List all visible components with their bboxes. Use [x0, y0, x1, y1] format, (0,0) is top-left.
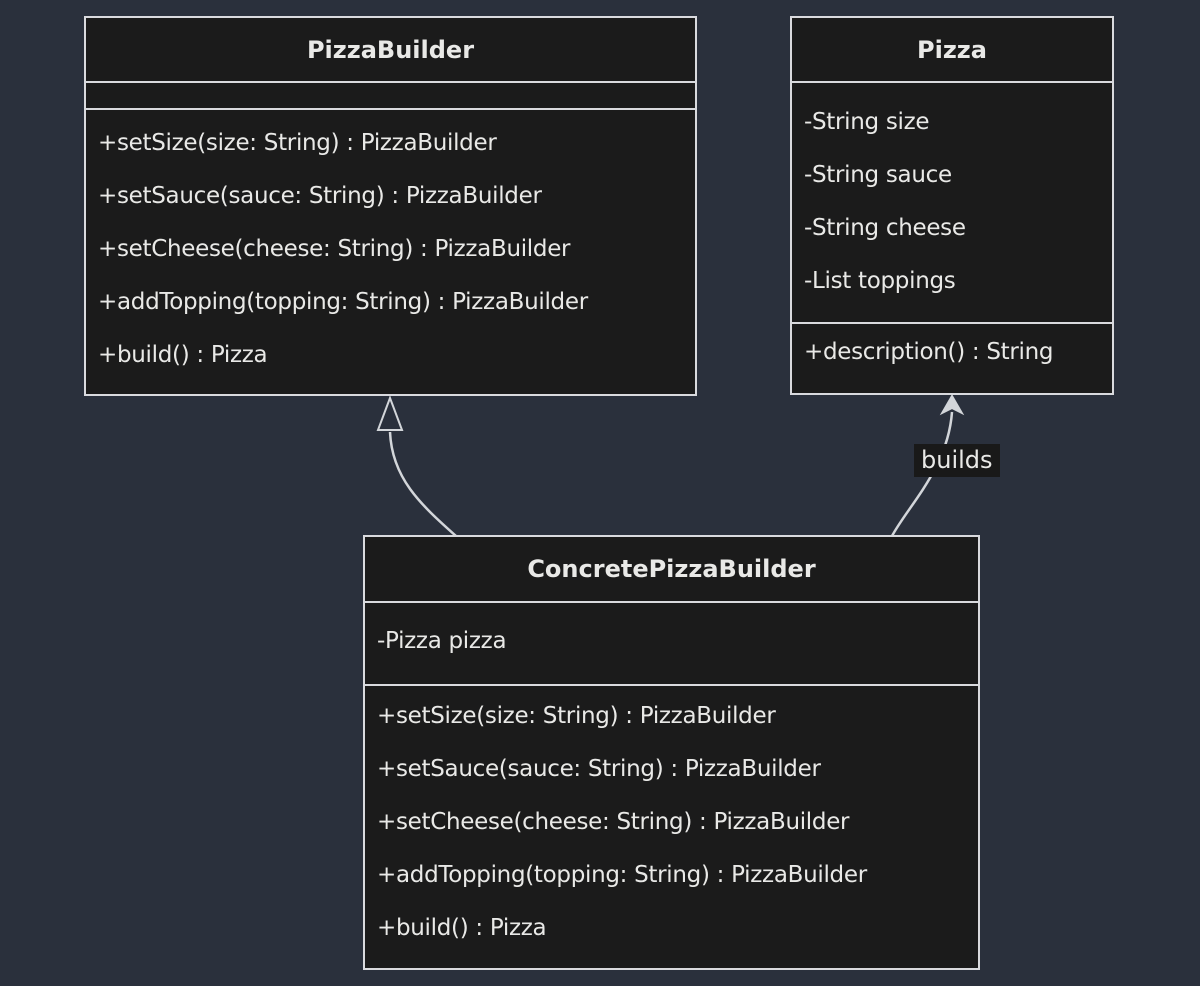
class-member: +description() : String [804, 339, 1054, 365]
class-member: +setSauce(sauce: String) : PizzaBuilder [377, 756, 821, 782]
class-member: +setCheese(cheese: String) : PizzaBuilde… [98, 236, 571, 262]
class-member: -String size [804, 109, 930, 135]
inheritance-arrowhead-triangle [376, 395, 404, 431]
class-title-pizza: Pizza [792, 18, 1112, 83]
builds-edge-label: builds [914, 444, 1000, 477]
attributes-section-pizzabuilder [86, 83, 695, 110]
class-member: +build() : Pizza [377, 915, 547, 941]
builds-arrowhead [939, 394, 965, 416]
class-member: -String sauce [804, 162, 952, 188]
class-member: -String cheese [804, 215, 966, 241]
class-member: +setSize(size: String) : PizzaBuilder [377, 703, 776, 729]
builds-edge [890, 411, 954, 537]
class-member: +build() : Pizza [98, 342, 268, 368]
class-title-concretepizzabuilder: ConcretePizzaBuilder [365, 537, 978, 603]
class-member: +addTopping(topping: String) : PizzaBuil… [377, 862, 867, 888]
class-member: -Pizza pizza [377, 628, 507, 654]
class-member: +addTopping(topping: String) : PizzaBuil… [98, 289, 588, 315]
class-member: +setSize(size: String) : PizzaBuilder [98, 130, 497, 156]
methods-section-pizzabuilder: +setSize(size: String) : PizzaBuilder +se… [86, 110, 695, 394]
class-box-pizzabuilder: PizzaBuilder +setSize(size: String) : Pi… [84, 16, 697, 396]
class-member: -List toppings [804, 268, 956, 294]
class-box-pizza: Pizza -String size -String sauce -String c… [790, 16, 1114, 395]
class-member: +setCheese(cheese: String) : PizzaBuilde… [377, 809, 850, 835]
class-title-pizzabuilder: PizzaBuilder [86, 18, 695, 83]
methods-section-concretepizzabuilder: +setSize(size: String) : PizzaBuilder +se… [365, 686, 978, 968]
class-member: +setSauce(sauce: String) : PizzaBuilder [98, 183, 542, 209]
inheritance-edge [388, 431, 457, 537]
attributes-section-concretepizzabuilder: -Pizza pizza [365, 603, 978, 686]
class-box-concretepizzabuilder: ConcretePizzaBuilder -Pizza pizza +setSi… [363, 535, 980, 970]
methods-section-pizza: +description() : String [792, 324, 1112, 393]
attributes-section-pizza: -String size -String sauce -String cheese -… [792, 83, 1112, 324]
